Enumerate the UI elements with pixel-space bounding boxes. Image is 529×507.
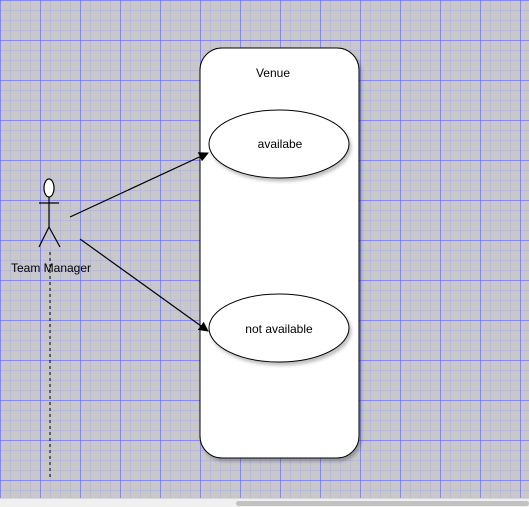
association-arrow-available[interactable] xyxy=(69,152,209,218)
use-case-available[interactable]: availabe xyxy=(208,109,350,179)
actor-stick-figure-icon[interactable] xyxy=(38,178,61,248)
actor-label: Team Manager xyxy=(11,261,91,275)
use-case-not-available[interactable]: not available xyxy=(208,293,350,363)
association-arrow-not-available[interactable] xyxy=(79,238,209,332)
system-boundary-label: Venue xyxy=(256,66,290,80)
horizontal-scrollbar[interactable] xyxy=(0,498,529,507)
use-case-not-available-label: not available xyxy=(245,322,313,336)
system-boundary[interactable]: Venue xyxy=(199,47,360,459)
use-case-available-label: availabe xyxy=(258,137,303,151)
scrollbar-thumb[interactable] xyxy=(236,501,529,506)
